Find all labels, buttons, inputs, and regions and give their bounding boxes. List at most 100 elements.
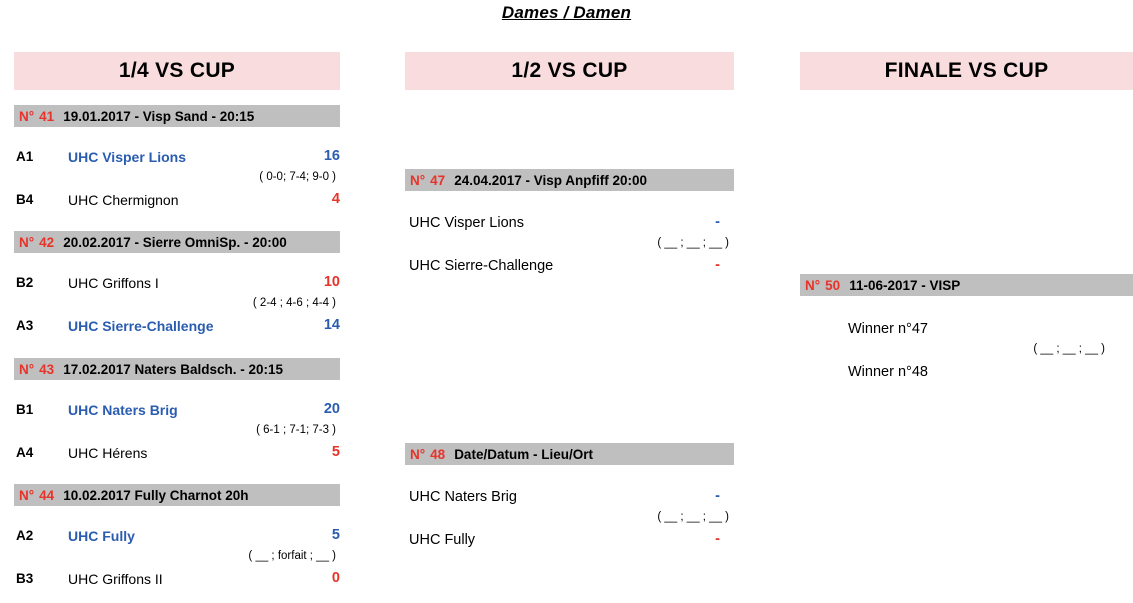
match-header-bar[interactable]: N° 47 24.04.2017 - Visp Anpfiff 20:00 xyxy=(405,169,734,191)
match-header-bar[interactable]: N° 50 11-06-2017 - VISP xyxy=(800,274,1133,296)
table-row[interactable]: UHC Sierre-Challenge - xyxy=(405,254,734,280)
set-scores-row: ( __ ; __ ; __ ) xyxy=(800,343,1133,360)
set-scores: ( __ ; __ ; __ ) xyxy=(657,511,729,523)
team-name: UHC Naters Brig xyxy=(68,402,178,418)
match-number: 41 xyxy=(39,108,55,124)
team-score: - xyxy=(715,488,720,504)
team-score: 4 xyxy=(331,191,340,207)
match-number: 42 xyxy=(39,234,55,250)
set-scores-row: ( __ ; __ ; __ ) xyxy=(405,237,734,254)
team-name: UHC Chermignon xyxy=(68,192,179,208)
set-scores-row: ( __ ; forfait ; __ ) xyxy=(14,550,340,567)
table-row[interactable]: B2 UHC Griffons I 10 xyxy=(14,271,340,297)
team-name: UHC Sierre-Challenge xyxy=(68,318,214,334)
team-seed: B1 xyxy=(16,402,34,417)
set-scores-row: ( 0-0; 7-4; 9-0 ) xyxy=(14,171,340,188)
team-name: UHC Hérens xyxy=(68,445,148,461)
set-scores: ( __ ; __ ; __ ) xyxy=(1033,343,1105,355)
match-info: 24.04.2017 - Visp Anpfiff 20:00 xyxy=(454,172,648,188)
match-number-prefix: N° xyxy=(805,277,821,293)
match-number: 48 xyxy=(430,446,446,462)
team-name: UHC Sierre-Challenge xyxy=(409,258,554,274)
match-info: 10.02.2017 Fully Charnot 20h xyxy=(63,487,249,503)
table-row[interactable]: Winner n°47 xyxy=(800,317,1133,343)
match-block[interactable]: N° 44 10.02.2017 Fully Charnot 20h A2 UH… xyxy=(14,484,340,593)
set-scores-row: ( __ ; __ ; __ ) xyxy=(405,511,734,528)
match-header-bar[interactable]: N° 42 20.02.2017 - Sierre OmniSp. - 20:0… xyxy=(14,231,340,253)
match-info: 20.02.2017 - Sierre OmniSp. - 20:00 xyxy=(63,234,287,250)
team-score: - xyxy=(715,214,720,230)
team-seed: B4 xyxy=(16,192,34,207)
team-score: 10 xyxy=(323,274,340,290)
set-scores: ( 2-4 ; 4-6 ; 4-4 ) xyxy=(252,297,336,309)
round-column-semi: 1/2 VS CUP N° 47 24.04.2017 - Visp Anpfi… xyxy=(405,0,734,603)
match-number: 44 xyxy=(39,487,55,503)
team-seed: A4 xyxy=(16,445,34,460)
table-row[interactable]: UHC Visper Lions - xyxy=(405,211,734,237)
team-name: UHC Griffons II xyxy=(68,571,163,587)
team-name: UHC Fully xyxy=(409,532,476,548)
match-block[interactable]: N° 48 Date/Datum - Lieu/Ort UHC Naters B… xyxy=(405,443,734,554)
table-row[interactable]: A4 UHC Hérens 5 xyxy=(14,441,340,467)
team-score: - xyxy=(715,531,720,547)
round-header-final: FINALE VS CUP xyxy=(800,52,1133,90)
team-name: UHC Visper Lions xyxy=(409,215,524,231)
match-header-bar[interactable]: N° 48 Date/Datum - Lieu/Ort xyxy=(405,443,734,465)
team-seed: B3 xyxy=(16,571,34,586)
set-scores: ( 6-1 ; 7-1; 7-3 ) xyxy=(256,424,336,436)
team-seed: A1 xyxy=(16,149,34,164)
table-row[interactable]: Winner n°48 xyxy=(800,360,1133,386)
match-number-prefix: N° xyxy=(410,172,426,188)
table-row[interactable]: B1 UHC Naters Brig 20 xyxy=(14,398,340,424)
team-name: Winner n°47 xyxy=(848,321,928,337)
match-block[interactable]: N° 42 20.02.2017 - Sierre OmniSp. - 20:0… xyxy=(14,231,340,340)
set-scores: ( 0-0; 7-4; 9-0 ) xyxy=(259,171,336,183)
table-row[interactable]: A1 UHC Visper Lions 16 xyxy=(14,145,340,171)
match-number: 43 xyxy=(39,361,55,377)
set-scores-row: ( 6-1 ; 7-1; 7-3 ) xyxy=(14,424,340,441)
team-name: UHC Visper Lions xyxy=(68,149,186,165)
match-number-prefix: N° xyxy=(19,361,35,377)
match-block[interactable]: N° 43 17.02.2017 Naters Baldsch. - 20:15… xyxy=(14,358,340,467)
match-block[interactable]: N° 41 19.01.2017 - Visp Sand - 20:15 A1 … xyxy=(14,105,340,214)
team-score: 5 xyxy=(331,527,340,543)
table-row[interactable]: B4 UHC Chermignon 4 xyxy=(14,188,340,214)
team-name: UHC Fully xyxy=(68,528,135,544)
team-name: Winner n°48 xyxy=(848,364,928,380)
match-header-bar[interactable]: N° 43 17.02.2017 Naters Baldsch. - 20:15 xyxy=(14,358,340,380)
set-scores: ( __ ; forfait ; __ ) xyxy=(248,550,336,562)
team-score: - xyxy=(715,257,720,273)
match-number-prefix: N° xyxy=(19,234,35,250)
round-header-quarter: 1/4 VS CUP xyxy=(14,52,340,90)
table-row[interactable]: UHC Fully - xyxy=(405,528,734,554)
match-number-prefix: N° xyxy=(410,446,426,462)
page-title: Dames / Damen xyxy=(501,3,632,22)
match-number: 47 xyxy=(430,172,446,188)
team-seed: B2 xyxy=(16,275,34,290)
set-scores: ( __ ; __ ; __ ) xyxy=(657,237,729,249)
round-column-final: FINALE VS CUP N° 50 11-06-2017 - VISP Wi… xyxy=(800,0,1133,603)
match-block[interactable]: N° 47 24.04.2017 - Visp Anpfiff 20:00 UH… xyxy=(405,169,734,280)
set-scores-row: ( 2-4 ; 4-6 ; 4-4 ) xyxy=(14,297,340,314)
round-header-semi: 1/2 VS CUP xyxy=(405,52,734,90)
match-header-bar[interactable]: N° 41 19.01.2017 - Visp Sand - 20:15 xyxy=(14,105,340,127)
match-info: Date/Datum - Lieu/Ort xyxy=(454,446,593,462)
team-name: UHC Griffons I xyxy=(68,275,159,291)
team-score: 5 xyxy=(331,444,340,460)
match-number-prefix: N° xyxy=(19,108,35,124)
match-info: 11-06-2017 - VISP xyxy=(849,277,961,293)
table-row[interactable]: A2 UHC Fully 5 xyxy=(14,524,340,550)
table-row[interactable]: UHC Naters Brig - xyxy=(405,485,734,511)
match-block[interactable]: N° 50 11-06-2017 - VISP Winner n°47 ( __… xyxy=(800,274,1133,386)
match-info: 19.01.2017 - Visp Sand - 20:15 xyxy=(63,108,255,124)
table-row[interactable]: B3 UHC Griffons II 0 xyxy=(14,567,340,593)
team-score: 14 xyxy=(323,317,340,333)
team-name: UHC Naters Brig xyxy=(409,489,517,505)
team-seed: A2 xyxy=(16,528,34,543)
table-row[interactable]: A3 UHC Sierre-Challenge 14 xyxy=(14,314,340,340)
team-score: 16 xyxy=(323,148,340,164)
team-seed: A3 xyxy=(16,318,34,333)
team-score: 20 xyxy=(323,401,340,417)
match-number-prefix: N° xyxy=(19,487,35,503)
match-header-bar[interactable]: N° 44 10.02.2017 Fully Charnot 20h xyxy=(14,484,340,506)
